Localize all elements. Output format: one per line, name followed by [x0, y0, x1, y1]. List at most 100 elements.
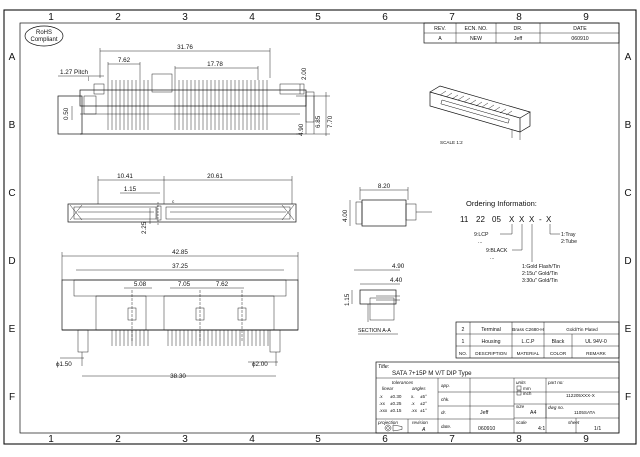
dr-value: Jeff: [514, 36, 523, 42]
grid-row-left-b: B: [9, 120, 16, 131]
mat-row1-desc: Housing: [481, 339, 500, 345]
date-value: 060910: [571, 36, 588, 42]
rev-header: REV.: [434, 26, 446, 32]
dim-top-left-section: 7.62: [118, 57, 131, 64]
unit-inch: inch: [523, 391, 532, 396]
grid-col-bottom-8: 8: [516, 434, 522, 445]
dim-bottom-b: 7.05: [178, 281, 191, 288]
grid-col-top-1: 1: [48, 12, 54, 23]
grid-col-bottom-6: 6: [382, 434, 388, 445]
mat-header-material: MATERIAL: [517, 351, 540, 356]
grid-row-left-f: F: [9, 392, 15, 403]
grid-col-top-2: 2: [115, 12, 121, 23]
grid-row-left-c: C: [8, 188, 15, 199]
dim-section-c: 1.15: [344, 293, 351, 306]
ordering-lcp: 9:LCP: [474, 232, 489, 238]
grid-row-right-c: C: [624, 188, 631, 199]
rev-value: A: [438, 36, 442, 42]
dim-end-h: 4.00: [342, 209, 349, 222]
mat-row2-desc: Terminal: [481, 327, 501, 333]
ordering-ellipsis-2: ...: [490, 255, 494, 261]
grid-row-left-e: E: [9, 324, 16, 335]
ordering-code-1: 22: [476, 215, 485, 224]
scale-label: SCALE 1:2: [440, 140, 463, 145]
end-view: 8.20 4.00: [342, 183, 432, 227]
ordering-plating-2: 2:15u" Gold/Tin: [522, 271, 558, 277]
dim-bottom-a: 5.08: [134, 281, 147, 288]
linear-label: linear: [382, 386, 394, 391]
dim-side-d: 2.25: [141, 221, 148, 234]
grid-col-bottom-4: 4: [249, 434, 255, 445]
material-table: 2 Terminal Brass C2680-H Gold/Tin Plated…: [455, 321, 620, 359]
scale-label-title: scale: [516, 420, 527, 425]
dim-top-pitch: 1.27 Pitch: [60, 69, 89, 76]
dwg-no-label: dwg no.: [548, 405, 564, 410]
tol-row1-b: ±0.30: [390, 394, 402, 399]
ordering-packing-1: 1:Tray: [561, 232, 576, 238]
dim-top-left-small: 0.50: [63, 107, 70, 120]
dim-bottom-hole-small: ϕ1.50: [56, 361, 72, 368]
tol-row2-d: ±2°: [420, 401, 427, 406]
grid-col-bottom-2: 2: [115, 434, 121, 445]
dim-top-h1: 4.90: [298, 123, 305, 136]
drawing-title: SATA 7+15P M V/T DIP Type: [392, 370, 472, 377]
date-header: DATE: [573, 26, 587, 32]
mat-header-no: NO.: [459, 351, 467, 356]
tol-row2-c: .x: [411, 401, 415, 406]
mat-row2-no: 2: [462, 327, 465, 333]
mat-row1-color: Black: [552, 339, 565, 345]
section-label: SECTION A-A: [358, 328, 391, 334]
tol-row3-b: ±0.15: [390, 408, 402, 413]
grid-col-bottom-7: 7: [449, 434, 455, 445]
mat-row1-material: L.C.P: [522, 339, 536, 345]
part-no-label: part no:: [547, 380, 564, 385]
title-label: Title:: [378, 364, 390, 370]
tol-row1-d: ±5°: [420, 394, 427, 399]
dim-side-b: 1.15: [124, 186, 137, 193]
dim-bottom-base: 38.30: [170, 373, 186, 380]
mat-row2-material: Brass C2680-H: [512, 327, 543, 332]
size-label: size: [516, 404, 525, 409]
grid-col-top-8: 8: [516, 12, 522, 23]
dim-bottom-c: 7.62: [216, 281, 229, 288]
grid-col-bottom-1: 1: [48, 434, 54, 445]
dim-top-h3: 7.70: [327, 115, 334, 128]
units-label: units: [516, 380, 526, 385]
date-value-title: 060910: [478, 426, 495, 432]
title-block: Title: SATA 7+15P M V/T DIP Type toleran…: [375, 361, 620, 434]
dr-value-title: Jeff: [480, 410, 489, 416]
dim-end-w: 8.20: [378, 183, 391, 190]
size-value: A4: [530, 410, 536, 416]
compliant-text: Compliant: [30, 37, 57, 43]
ordering-code-7: X: [546, 215, 552, 224]
grid-row-right-f: F: [625, 392, 631, 403]
grid-row-right-b: B: [625, 120, 632, 131]
unit-inch-checkbox: [516, 390, 522, 396]
dim-top-overall: 31.76: [177, 44, 193, 51]
grid-labels: 1 2 3 4 5 6 7 8 9 1 2 3 4 5 6 7 8 9 A B …: [8, 12, 631, 445]
revision-table: REV. ECN. NO. DR. DATE A NEW Jeff 060910: [423, 22, 620, 44]
grid-col-top-5: 5: [315, 12, 321, 23]
grid-col-bottom-3: 3: [182, 434, 188, 445]
dwg-no-value: 1105SATA: [574, 410, 596, 415]
mat-header-remark: REMARK: [586, 351, 607, 356]
mat-row1-no: 1: [462, 339, 465, 345]
ecn-header: ECN. NO.: [464, 26, 487, 32]
ecn-value: NEW: [470, 36, 482, 42]
dim-side-c: 20.61: [207, 173, 223, 180]
sheet-label: sheet: [568, 420, 580, 425]
grid-row-right-a: A: [625, 52, 632, 63]
mat-row2-remark: Gold/Tin Plated: [566, 327, 598, 332]
tol-row1-a: .x: [379, 394, 383, 399]
side-view: 10.41 1.15 20.61 c 2.25: [67, 173, 297, 234]
ordering-code-4: X: [519, 215, 525, 224]
dim-section-b: 4.40: [390, 277, 403, 284]
grid-col-bottom-9: 9: [583, 434, 589, 445]
mat-header-color: COLOR: [550, 351, 567, 356]
tol-row3-c: .xx: [411, 408, 418, 413]
dr-label: dr.: [441, 410, 446, 415]
grid-row-right-e: E: [625, 324, 632, 335]
projection-label: projection: [377, 420, 398, 425]
ordering-code-0: 11: [460, 215, 469, 224]
